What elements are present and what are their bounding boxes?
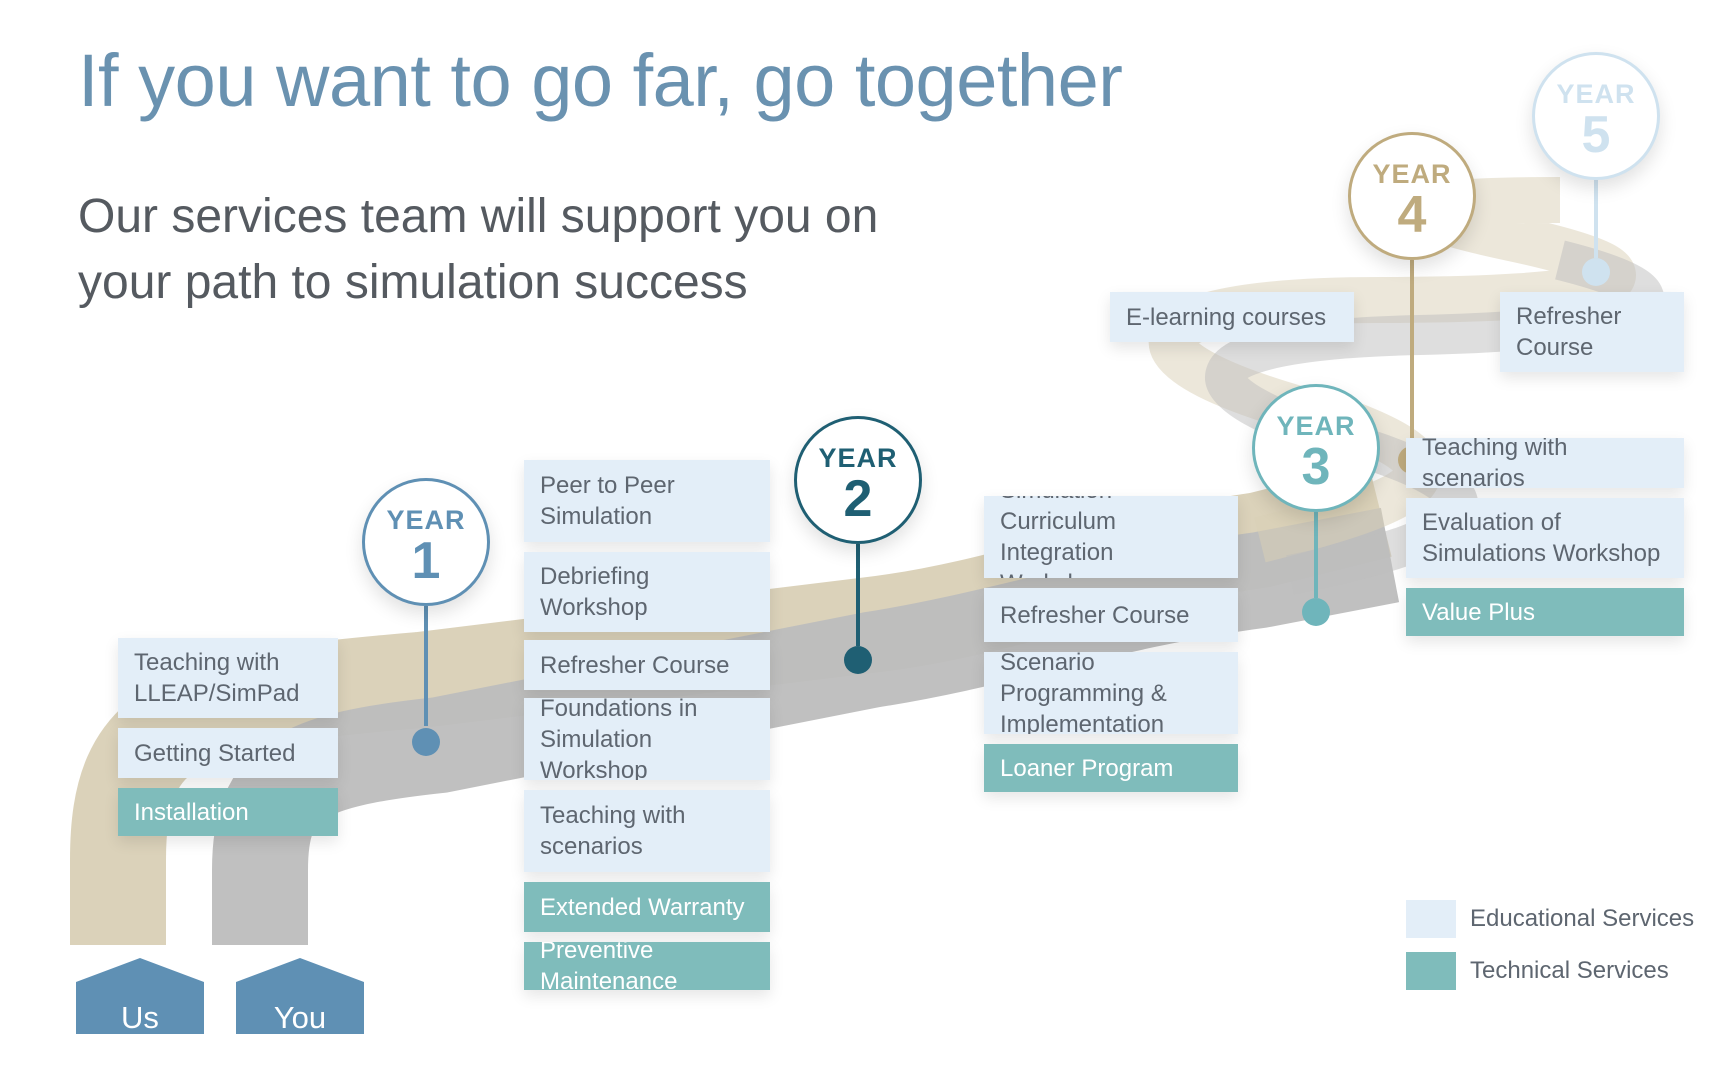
headline: If you want to go far, go together xyxy=(78,39,1123,122)
subline: Our services team will support you on yo… xyxy=(78,190,879,309)
service-label: Scenario Programming & Implementation xyxy=(1000,652,1167,734)
year-4-service-value-plus: Value Plus xyxy=(1406,588,1684,636)
service-label: E-learning courses xyxy=(1126,303,1327,331)
service-label: Teaching with LLEAP/SimPad xyxy=(134,649,300,707)
year-4-label: YEAR xyxy=(1372,159,1452,189)
service-label: Teaching with scenarios xyxy=(540,802,686,860)
legend-label-educational: Educational Services xyxy=(1470,905,1695,932)
year-1-badge: YEAR 1 xyxy=(362,478,490,606)
year-3-dot xyxy=(1302,598,1330,626)
year-1-dot xyxy=(412,728,440,756)
year-2-stem xyxy=(856,544,860,646)
year-2-service-refresher: Refresher Course xyxy=(524,640,770,690)
year-5-badge: YEAR 5 xyxy=(1532,52,1660,180)
year-1-number: 1 xyxy=(411,532,441,590)
service-label: Peer to Peer Simulation xyxy=(540,472,675,530)
year-4-service-e-learning: E-learning courses xyxy=(1110,292,1354,342)
legend-swatch-technical xyxy=(1406,952,1456,990)
year-3-label: YEAR xyxy=(1276,411,1356,441)
year-3-badge: YEAR 3 xyxy=(1252,384,1380,512)
year-2-service-debriefing: Debriefing Workshop xyxy=(524,552,770,632)
year-1-service-teaching-lleap: Teaching with LLEAP/SimPad xyxy=(118,638,338,718)
service-label: Refresher Course xyxy=(1000,601,1190,629)
start-us-label: Us xyxy=(121,1000,159,1035)
year-1-stem xyxy=(424,606,428,726)
start-us-house: Us xyxy=(76,958,204,1035)
year-3-service-curriculum-integration: Simulation Curriculum Integration Worksh… xyxy=(984,496,1238,578)
year-5-dot xyxy=(1582,258,1610,286)
service-label: Debriefing Workshop xyxy=(540,563,650,621)
service-label: Refresher Course xyxy=(540,651,730,679)
year-4-badge: YEAR 4 xyxy=(1348,132,1476,260)
year-3-service-loaner-program: Loaner Program xyxy=(984,744,1238,792)
year-3-service-scenario-programming: Scenario Programming & Implementation xyxy=(984,652,1238,734)
service-label: Value Plus xyxy=(1422,598,1535,626)
house-shape xyxy=(76,958,204,1034)
year-4-service-teaching-scenarios: Teaching with scenarios xyxy=(1406,438,1684,488)
start-you-house: You xyxy=(236,958,364,1035)
year-2-service-preventive-maintenance: Preventive Maintenance xyxy=(524,942,770,990)
service-label: Preventive Maintenance xyxy=(540,942,678,990)
service-label: Getting Started xyxy=(134,739,296,767)
start-you-label: You xyxy=(273,1000,327,1035)
service-label: Simulation Curriculum Integration Worksh… xyxy=(1000,496,1117,578)
year-4-service-evaluation: Evaluation of Simulations Workshop xyxy=(1406,498,1684,578)
year-2-service-extended-warranty: Extended Warranty xyxy=(524,882,770,932)
year-5-stem xyxy=(1594,180,1598,258)
year-5-label: YEAR xyxy=(1556,79,1636,109)
year-1-service-getting-started: Getting Started xyxy=(118,728,338,778)
service-label: Refresher Course xyxy=(1516,303,1622,361)
service-label: Foundations in Simulation Workshop xyxy=(540,698,698,780)
year-4-stem xyxy=(1410,260,1414,446)
service-label: Extended Warranty xyxy=(540,893,745,921)
year-2-number: 2 xyxy=(843,470,873,528)
legend-swatch-educational xyxy=(1406,900,1456,938)
year-2-service-teaching-scenarios: Teaching with scenarios xyxy=(524,790,770,872)
legend-educational: Educational Services xyxy=(1406,900,1694,938)
legend-label-technical: Technical Services xyxy=(1470,957,1669,984)
house-shape xyxy=(236,958,364,1034)
service-label: Loaner Program xyxy=(1000,754,1174,782)
service-label: Installation xyxy=(134,798,249,826)
year-3-service-refresher: Refresher Course xyxy=(984,588,1238,642)
year-5-service-refresher: Refresher Course xyxy=(1500,292,1684,372)
year-2-service-foundations: Foundations in Simulation Workshop xyxy=(524,698,770,780)
year-3-stem xyxy=(1314,512,1318,598)
year-1-service-installation: Installation xyxy=(118,788,338,836)
service-label: Evaluation of Simulations Workshop xyxy=(1422,509,1661,567)
year-3-number: 3 xyxy=(1301,438,1331,496)
year-2-service-peer-to-peer: Peer to Peer Simulation xyxy=(524,460,770,542)
year-2-badge: YEAR 2 xyxy=(794,416,922,544)
legend-technical: Technical Services xyxy=(1406,952,1669,990)
service-label: Teaching with scenarios xyxy=(1422,438,1568,488)
year-2-label: YEAR xyxy=(818,443,898,473)
year-2-dot xyxy=(844,646,872,674)
year-5-number: 5 xyxy=(1581,106,1611,164)
year-4-number: 4 xyxy=(1397,186,1427,244)
year-1-label: YEAR xyxy=(386,505,466,535)
